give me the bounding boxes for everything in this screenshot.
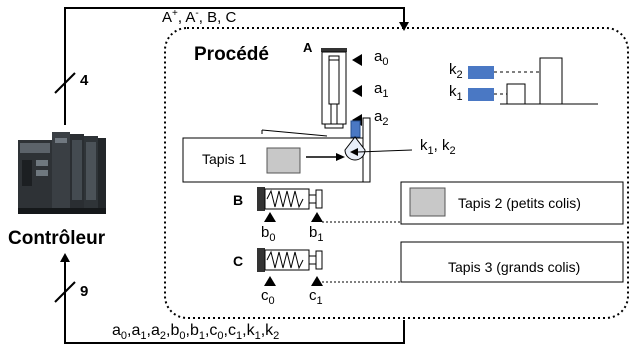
cylinder-c-label: C bbox=[233, 253, 244, 269]
sensor-a1-marker bbox=[352, 85, 362, 97]
sensor-bus-line bbox=[64, 258, 405, 344]
sensor-k-leader-head bbox=[350, 148, 358, 156]
tapis1-arrowhead bbox=[336, 153, 345, 161]
sensor-c0-label: c0 bbox=[261, 287, 275, 307]
sensor-b1-label: b1 bbox=[309, 224, 324, 244]
ramp-line bbox=[261, 129, 328, 137]
plc-icon bbox=[18, 132, 106, 214]
command-bus-slash bbox=[54, 72, 76, 94]
sensor-c1-marker bbox=[311, 276, 323, 286]
controller-label: Contrôleur bbox=[8, 228, 106, 249]
sensor-a0-marker bbox=[352, 54, 362, 66]
sensor-b1-marker bbox=[311, 212, 323, 222]
tapis3-box bbox=[400, 241, 624, 283]
tapis2-package bbox=[409, 187, 446, 217]
k2-legend-label: k2 bbox=[449, 61, 463, 81]
cylinder-a-label: A bbox=[303, 40, 313, 55]
k1-legend-label: k1 bbox=[449, 83, 463, 103]
cylinder-b-label: B bbox=[233, 192, 244, 208]
sensor-a0-label: a0 bbox=[374, 48, 389, 68]
command-bus-line bbox=[64, 7, 405, 125]
cylinder-a bbox=[321, 48, 347, 129]
cylinder-c bbox=[257, 248, 323, 272]
process-boundary bbox=[164, 27, 629, 319]
cylinder-b bbox=[257, 187, 323, 211]
k-sensors-label: k1, k2 bbox=[420, 137, 456, 157]
tapis1-label: Tapis 1 bbox=[202, 151, 247, 167]
large-package-bar bbox=[539, 57, 563, 105]
sensor-signals-label: a0,a1,a2,b0,b1,c0,c1,k1,k2 bbox=[112, 322, 280, 342]
sensor-bus-count: 9 bbox=[80, 283, 89, 300]
sensor-a2-label: a2 bbox=[374, 108, 389, 128]
process-title: Procédé bbox=[194, 44, 269, 65]
sensor-b0-marker bbox=[264, 212, 276, 222]
command-bus-count: 4 bbox=[80, 72, 89, 89]
command-bus-arrow bbox=[399, 22, 409, 31]
sensor-bus-arrow bbox=[60, 253, 70, 262]
sensor-c1-label: c1 bbox=[309, 287, 323, 307]
tapis2-label: Tapis 2 (petits colis) bbox=[458, 195, 581, 211]
k1-legend-swatch bbox=[468, 88, 494, 101]
command-signals-label: A+, A-, B, C bbox=[162, 8, 237, 26]
sensor-bus-slash bbox=[54, 281, 76, 303]
sensor-c0-marker bbox=[264, 276, 276, 286]
sensor-b0-label: b0 bbox=[261, 224, 276, 244]
k2-legend-swatch bbox=[468, 66, 494, 79]
sensor-k-top bbox=[350, 120, 361, 138]
tapis1-package bbox=[266, 147, 301, 174]
tapis3-label: Tapis 3 (grands colis) bbox=[448, 259, 581, 275]
small-package-bar bbox=[506, 83, 526, 105]
sensor-k-leader bbox=[357, 149, 413, 153]
sensor-a1-label: a1 bbox=[374, 80, 389, 100]
